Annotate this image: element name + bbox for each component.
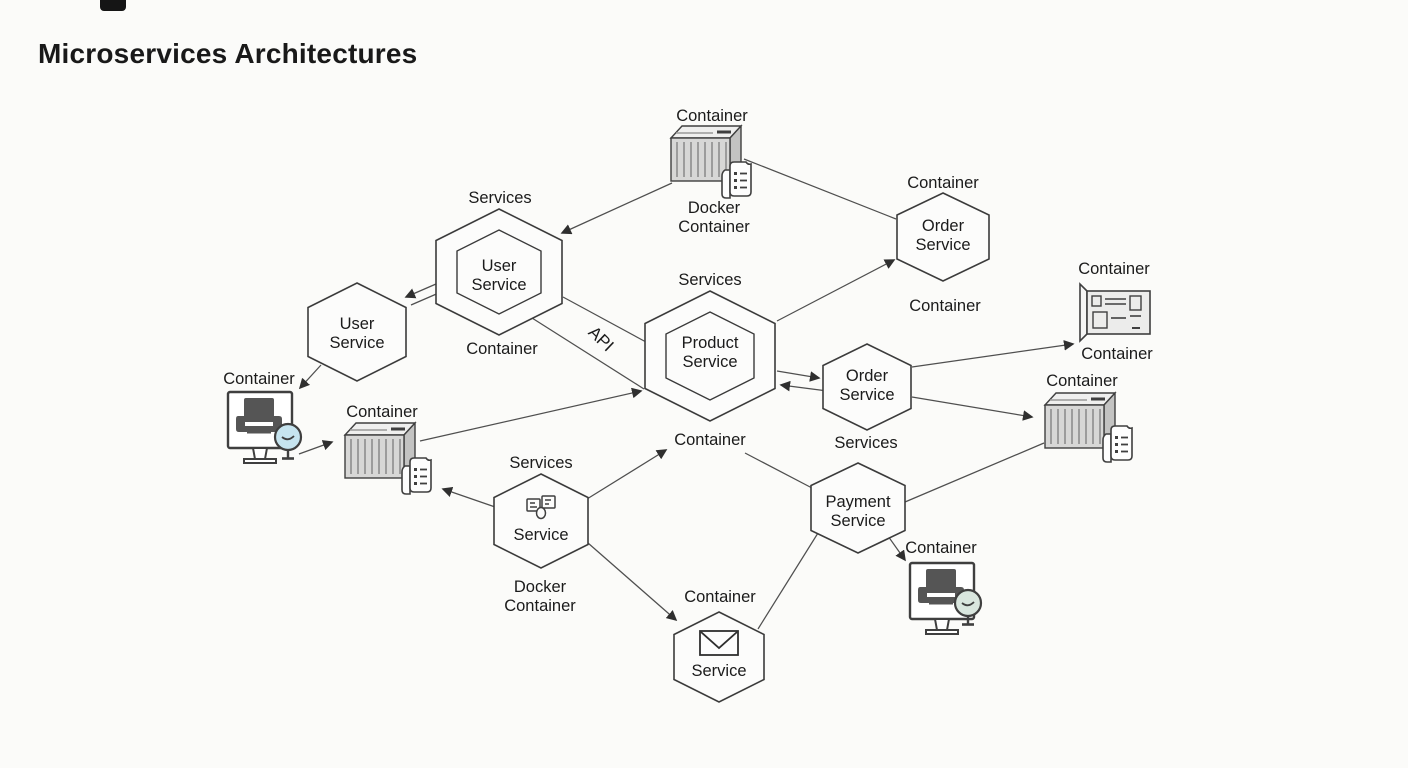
envelope-icon — [699, 630, 739, 656]
node-title: Service — [513, 526, 568, 544]
magnifier-icon — [273, 422, 303, 460]
node-title: Product — [682, 334, 739, 352]
container-label: Container — [1046, 372, 1118, 390]
hexagon-outline — [673, 611, 765, 703]
node-product-service: Services Product Service Container — [644, 271, 776, 449]
svg-text:Service: Service — [682, 353, 737, 371]
node-title: Service — [691, 662, 746, 680]
services-label: Services — [509, 454, 572, 472]
node-card-right: Container Container — [1078, 260, 1153, 363]
screen-artifact — [100, 0, 126, 11]
hexagon-outline — [896, 192, 990, 282]
node-docker-container-top: Container Docker Container — [669, 107, 752, 236]
node-docker-service: Services Service Docker Container — [493, 454, 589, 615]
container-label: Container — [905, 539, 977, 557]
container-label: Container — [676, 107, 748, 125]
node-container-left: Container — [343, 403, 432, 495]
hexagon-outline — [493, 473, 589, 569]
container-label: Container — [684, 588, 756, 606]
node-monitor-right: Container — [905, 539, 983, 636]
container-label-above: Container — [1078, 260, 1150, 278]
container-label: Container — [223, 370, 295, 388]
node-title: Order — [846, 367, 889, 385]
hexagon-outline — [307, 282, 407, 382]
hexagon-outline — [822, 343, 912, 431]
svg-text:Container: Container — [678, 218, 750, 236]
node-title: Order — [922, 217, 965, 235]
node-monitor-left: Container — [223, 370, 303, 465]
container-label-above: Container — [907, 174, 979, 192]
svg-text:Container: Container — [504, 597, 576, 615]
node-user-service-main: Services User Service Container — [435, 189, 563, 358]
services-label: Services — [678, 271, 741, 289]
node-order-service-top: Container Order Service Container — [896, 174, 990, 315]
container-label: Container — [674, 431, 746, 449]
container-label-below: Container — [909, 297, 981, 315]
node-title: User — [340, 315, 375, 333]
node-payment-service: Payment Service — [810, 462, 906, 554]
hexagon-outline — [810, 462, 906, 554]
docker-container-label: Docker — [514, 578, 567, 596]
svg-text:Service: Service — [915, 236, 970, 254]
svg-text:Service: Service — [471, 276, 526, 294]
node-title: Payment — [825, 493, 891, 511]
svg-text:Service: Service — [839, 386, 894, 404]
registry-card-icon — [1079, 282, 1151, 343]
node-order-service-mid: Order Service Services — [822, 343, 912, 452]
docker-container-label: Docker — [688, 199, 741, 217]
node-user-service-left: User Service — [307, 282, 407, 382]
svg-text:Service: Service — [830, 512, 885, 530]
services-label: Services — [834, 434, 897, 452]
svg-text:Service: Service — [329, 334, 384, 352]
container-label: Container — [466, 340, 538, 358]
node-container-right: Container — [1043, 372, 1133, 463]
node-message-service: Container Service — [673, 588, 765, 703]
node-title: User — [482, 257, 517, 275]
services-label: Services — [468, 189, 531, 207]
container-label-below: Container — [1081, 345, 1153, 363]
page-title: Microservices Architectures — [38, 38, 418, 69]
container-label: Container — [346, 403, 418, 421]
service-modules-icon — [526, 495, 556, 520]
api-edge-label: API — [585, 323, 618, 356]
